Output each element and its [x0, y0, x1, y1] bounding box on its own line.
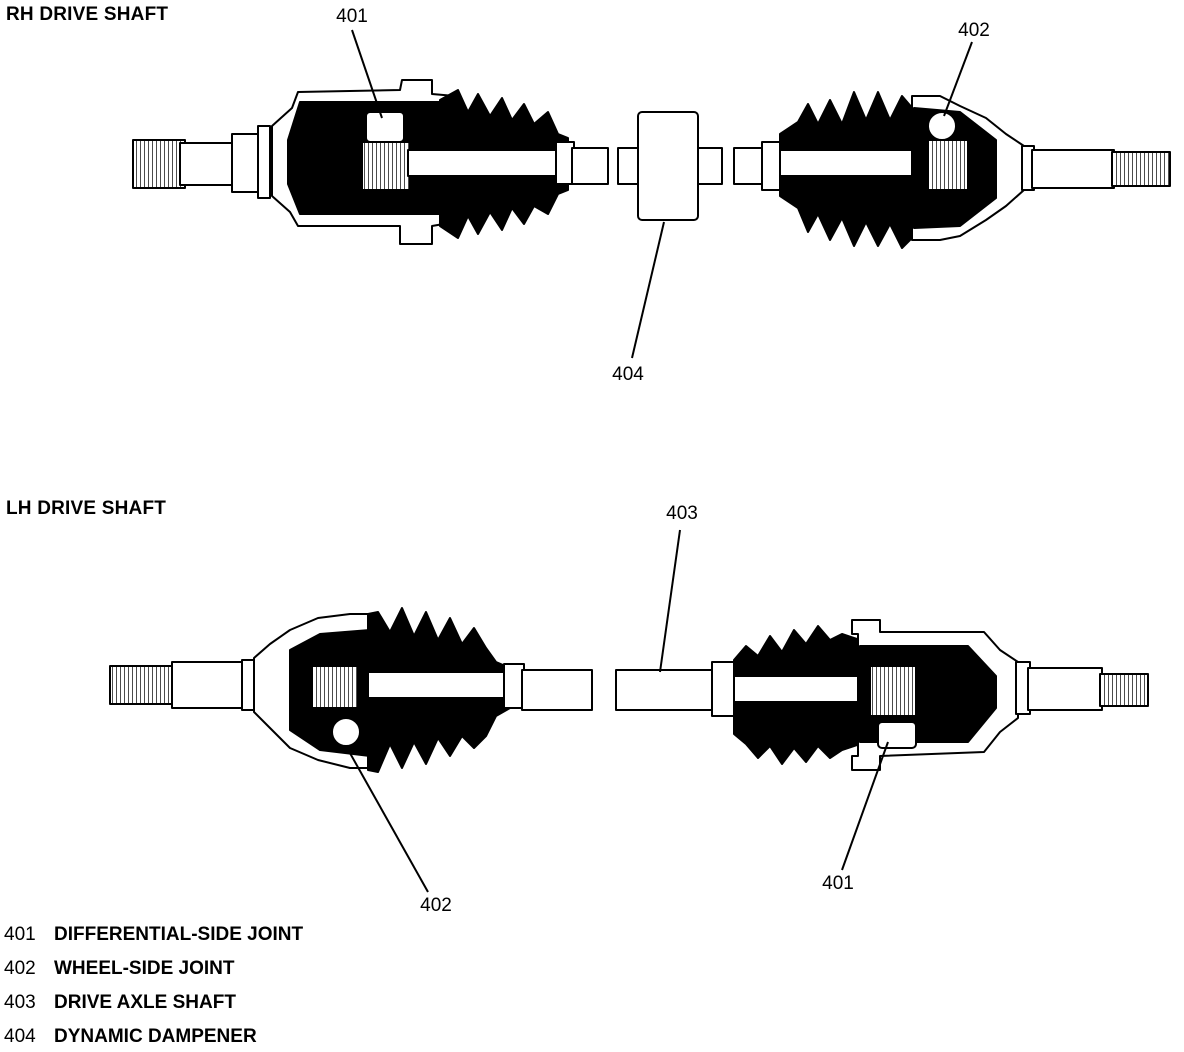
- legend-number: 404: [4, 1026, 36, 1047]
- legend-number: 402: [4, 958, 36, 979]
- callout-lh-403: 403: [666, 503, 698, 524]
- rh-dynamic-dampener: [637, 111, 699, 221]
- legend-item: 404 DYNAMIC DAMPENER: [4, 1026, 257, 1048]
- lh-left-spline: [109, 665, 175, 705]
- callout-rh-404: 404: [612, 364, 644, 385]
- lh-tripod-bearing: [877, 721, 917, 749]
- legend-item: 401 DIFFERENTIAL-SIDE JOINT: [4, 924, 303, 946]
- lh-drive-shaft: [109, 607, 1149, 773]
- callout-rh-401: 401: [336, 6, 368, 27]
- legend-text: WHEEL-SIDE JOINT: [54, 958, 235, 979]
- legend-text: DRIVE AXLE SHAFT: [54, 992, 236, 1013]
- callout-lh-402: 402: [420, 895, 452, 916]
- legend-item: 403 DRIVE AXLE SHAFT: [4, 992, 236, 1014]
- lh-drive-axle-shaft: [615, 669, 715, 711]
- legend-number: 401: [4, 924, 36, 945]
- lh-ball: [331, 717, 361, 747]
- rh-tripod-bearing: [365, 111, 405, 143]
- lh-leader-lines: [345, 529, 889, 893]
- legend-number: 403: [4, 992, 36, 1013]
- rh-drive-shaft: [132, 79, 1171, 249]
- legend-text: DYNAMIC DAMPENER: [54, 1026, 257, 1047]
- lh-right-spline: [1099, 673, 1149, 707]
- legend-text: DIFFERENTIAL-SIDE JOINT: [54, 924, 304, 945]
- rh-drive-shaft-title: RH DRIVE SHAFT: [6, 4, 169, 25]
- rh-leader-lines: [351, 29, 973, 359]
- rh-right-spline: [1111, 151, 1171, 187]
- rh-left-spline: [132, 139, 186, 189]
- legend-item: 402 WHEEL-SIDE JOINT: [4, 958, 235, 980]
- lh-drive-shaft-title: LH DRIVE SHAFT: [6, 498, 167, 519]
- rh-ball: [927, 111, 957, 141]
- callout-rh-402: 402: [958, 20, 990, 41]
- callout-lh-401: 401: [822, 873, 854, 894]
